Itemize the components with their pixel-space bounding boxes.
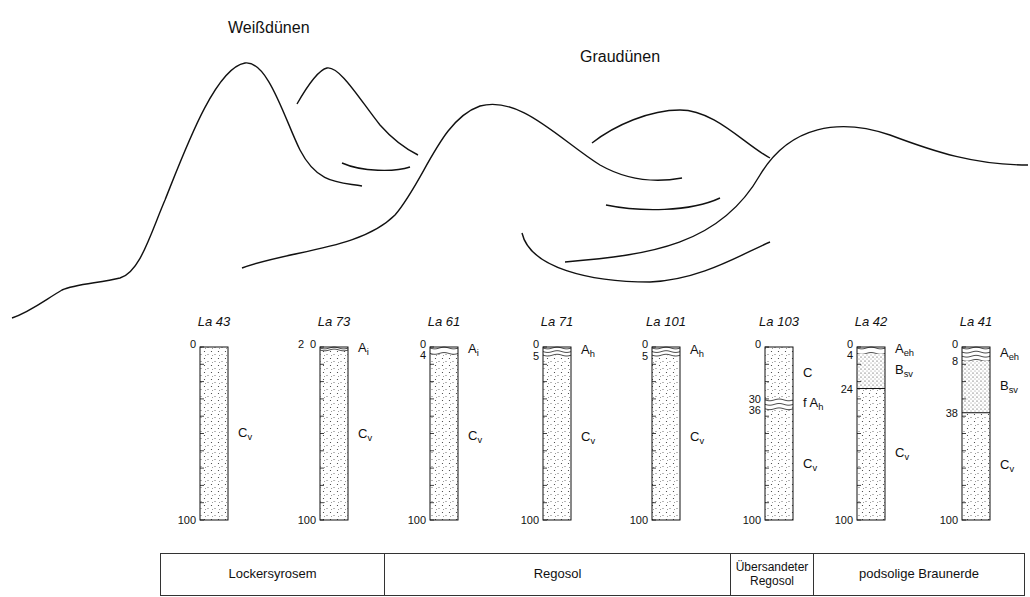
depth-number: 100: [521, 514, 539, 526]
horizon-label: C: [803, 366, 812, 380]
horizon-label: Ah: [581, 344, 595, 360]
depth-number: 0: [642, 338, 648, 350]
depth-number: 100: [630, 514, 648, 526]
depth-number: 4: [420, 349, 426, 361]
depth-number: 2: [298, 338, 304, 350]
table-cell: Übersandeter Regosol: [730, 553, 814, 596]
soil-type: podsolige Braunerde: [859, 567, 979, 582]
table-cell: Lockersyrosem: [160, 553, 385, 596]
dune-label: Weißdünen: [228, 19, 310, 37]
horizon-label: Ai: [468, 343, 479, 359]
soil-profile: [200, 347, 228, 520]
horizon-label: Aeh: [895, 343, 914, 359]
horizon-label: Cv: [803, 457, 817, 473]
depth-number: 100: [743, 514, 761, 526]
horizon-label: Cv: [238, 426, 252, 442]
horizon-label: Bsv: [895, 363, 913, 379]
profile-name: La 43: [198, 315, 231, 329]
depth-number: 0: [190, 338, 196, 350]
soil-profile: [543, 347, 571, 520]
horizon-label: f Ah: [803, 396, 823, 412]
horizon-label: Aeh: [1000, 346, 1019, 362]
dune-label: Graudünen: [580, 48, 660, 66]
horizon-label: Cv: [895, 446, 909, 462]
horizon-label: Cv: [358, 427, 372, 443]
horizon-label: Cv: [468, 429, 482, 445]
profile-name: La 73: [318, 315, 351, 329]
table-cell: podsolige Braunerde: [813, 553, 1025, 596]
soil-type: Übersandeter Regosol: [735, 561, 809, 589]
depth-number: 100: [178, 514, 196, 526]
dune-outline: [12, 63, 1028, 318]
table-cell: Regosol: [384, 553, 731, 596]
profile-name: La 71: [541, 315, 574, 329]
horizon-label: Ah: [690, 344, 704, 360]
soil-profile: [962, 347, 990, 520]
horizon-label: Cv: [690, 430, 704, 446]
soil-type: Regosol: [534, 567, 582, 582]
soil-profile: [430, 347, 458, 520]
horizon-label: Ai: [358, 341, 369, 357]
depth-number: 0: [533, 338, 539, 350]
depth-number: 38: [946, 407, 958, 419]
depth-number: 0: [755, 338, 761, 350]
profile-name: La 101: [646, 315, 686, 329]
depth-number: 4: [847, 349, 853, 361]
soil-profile: [857, 347, 885, 520]
soil-profile: [652, 347, 680, 520]
profile-name: La 61: [428, 315, 461, 329]
soil-profile: [320, 347, 348, 520]
depth-number: 0: [847, 338, 853, 350]
depth-number: 100: [835, 514, 853, 526]
soil-type: Lockersyrosem: [228, 567, 316, 582]
depth-number: 0: [420, 338, 426, 350]
depth-number: 100: [298, 514, 316, 526]
depth-number: 30: [749, 393, 761, 405]
soil-profile: [765, 347, 793, 520]
profile-name: La 42: [855, 315, 888, 329]
profile-name: La 41: [960, 315, 993, 329]
depth-number: 5: [642, 350, 648, 362]
profile-name: La 103: [759, 315, 799, 329]
depth-number: 100: [940, 514, 958, 526]
depth-number: 36: [749, 404, 761, 416]
depth-number: 0: [952, 338, 958, 350]
depth-number: 0: [310, 338, 316, 350]
horizon-label: Cv: [1000, 459, 1014, 475]
depth-number: 5: [533, 350, 539, 362]
horizon-label: Bsv: [1000, 379, 1018, 395]
depth-number: 100: [408, 514, 426, 526]
depth-number: 24: [841, 382, 853, 394]
horizon-label: Cv: [581, 430, 595, 446]
depth-number: 8: [952, 355, 958, 367]
